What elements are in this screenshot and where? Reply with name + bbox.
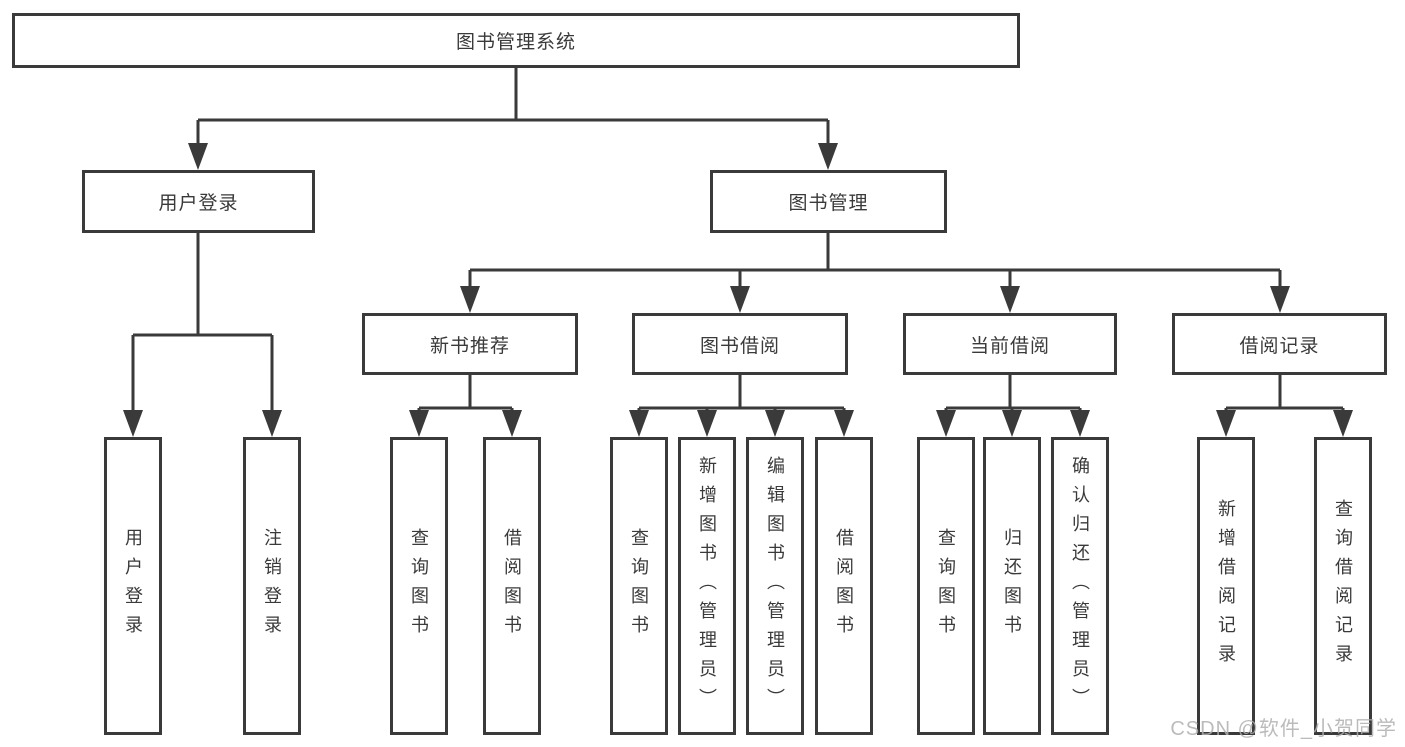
leaf-query-books-current: 查询图书 <box>917 437 975 735</box>
arrowheads <box>123 143 1353 437</box>
node-current-borrowing: 当前借阅 <box>903 313 1117 375</box>
arrow-icon <box>1000 286 1020 313</box>
arrow-icon <box>123 410 143 437</box>
leaf-borrow-books-recommend: 借阅图书 <box>483 437 541 735</box>
arrow-icon <box>460 286 480 313</box>
node-label: 查询图书 <box>936 528 956 644</box>
node-label: 新书推荐 <box>429 335 510 357</box>
node-label: 用户登录 <box>123 528 143 644</box>
node-label: 新增图书（管理员） <box>697 455 717 717</box>
arrow-icon <box>1270 286 1290 313</box>
leaf-query-books-recommend: 查询图书 <box>390 437 448 735</box>
leaf-query-borrow-record: 查询借阅记录 <box>1314 437 1372 735</box>
node-label: 借阅图书 <box>834 528 854 644</box>
arrow-icon <box>1002 410 1022 437</box>
arrow-icon <box>502 410 522 437</box>
node-label: 借阅记录 <box>1239 335 1320 357</box>
arrow-icon <box>1070 410 1090 437</box>
node-user-login: 用户登录 <box>82 170 315 233</box>
node-label: 新增借阅记录 <box>1216 499 1236 673</box>
arrow-icon <box>730 286 750 313</box>
arrow-icon <box>1333 410 1353 437</box>
arrow-icon <box>834 410 854 437</box>
arrow-icon <box>818 143 838 170</box>
arrow-icon <box>765 410 785 437</box>
node-label: 查询图书 <box>409 528 429 644</box>
node-book-borrowing: 图书借阅 <box>632 313 848 375</box>
arrow-icon <box>697 410 717 437</box>
node-label: 用户登录 <box>158 193 239 214</box>
arrow-icon <box>409 410 429 437</box>
node-label: 图书管理系统 <box>455 32 576 53</box>
node-root-library-system: 图书管理系统 <box>12 13 1020 68</box>
node-label: 确认归还（管理员） <box>1070 455 1090 717</box>
arrow-icon <box>936 410 956 437</box>
node-label: 图书借阅 <box>699 335 780 357</box>
node-label: 图书管理 <box>788 193 869 214</box>
node-label: 借阅图书 <box>502 528 522 644</box>
node-label: 归还图书 <box>1002 528 1022 644</box>
node-label: 编辑图书（管理员） <box>765 455 785 717</box>
leaf-edit-books-admin: 编辑图书（管理员） <box>746 437 804 735</box>
leaf-logout: 注销登录 <box>243 437 301 735</box>
arrow-icon <box>188 143 208 170</box>
leaf-return-books: 归还图书 <box>983 437 1041 735</box>
node-label: 注销登录 <box>262 528 282 644</box>
leaf-user-login: 用户登录 <box>104 437 162 735</box>
node-book-management: 图书管理 <box>710 170 947 233</box>
node-label: 查询图书 <box>629 528 649 644</box>
leaf-confirm-return-admin: 确认归还（管理员） <box>1051 437 1109 735</box>
arrow-icon <box>629 410 649 437</box>
leaf-query-books-borrowing: 查询图书 <box>610 437 668 735</box>
node-label: 查询借阅记录 <box>1333 499 1353 673</box>
leaf-add-books-admin: 新增图书（管理员） <box>678 437 736 735</box>
node-new-book-recommend: 新书推荐 <box>362 313 578 375</box>
csdn-watermark: CSDN @软件_小贺同学 <box>1170 718 1397 740</box>
arrow-icon <box>1216 410 1236 437</box>
node-label: 当前借阅 <box>969 335 1050 357</box>
arrow-icon <box>262 410 282 437</box>
leaf-borrow-books: 借阅图书 <box>815 437 873 735</box>
node-borrow-records: 借阅记录 <box>1172 313 1387 375</box>
leaf-add-borrow-record: 新增借阅记录 <box>1197 437 1255 735</box>
